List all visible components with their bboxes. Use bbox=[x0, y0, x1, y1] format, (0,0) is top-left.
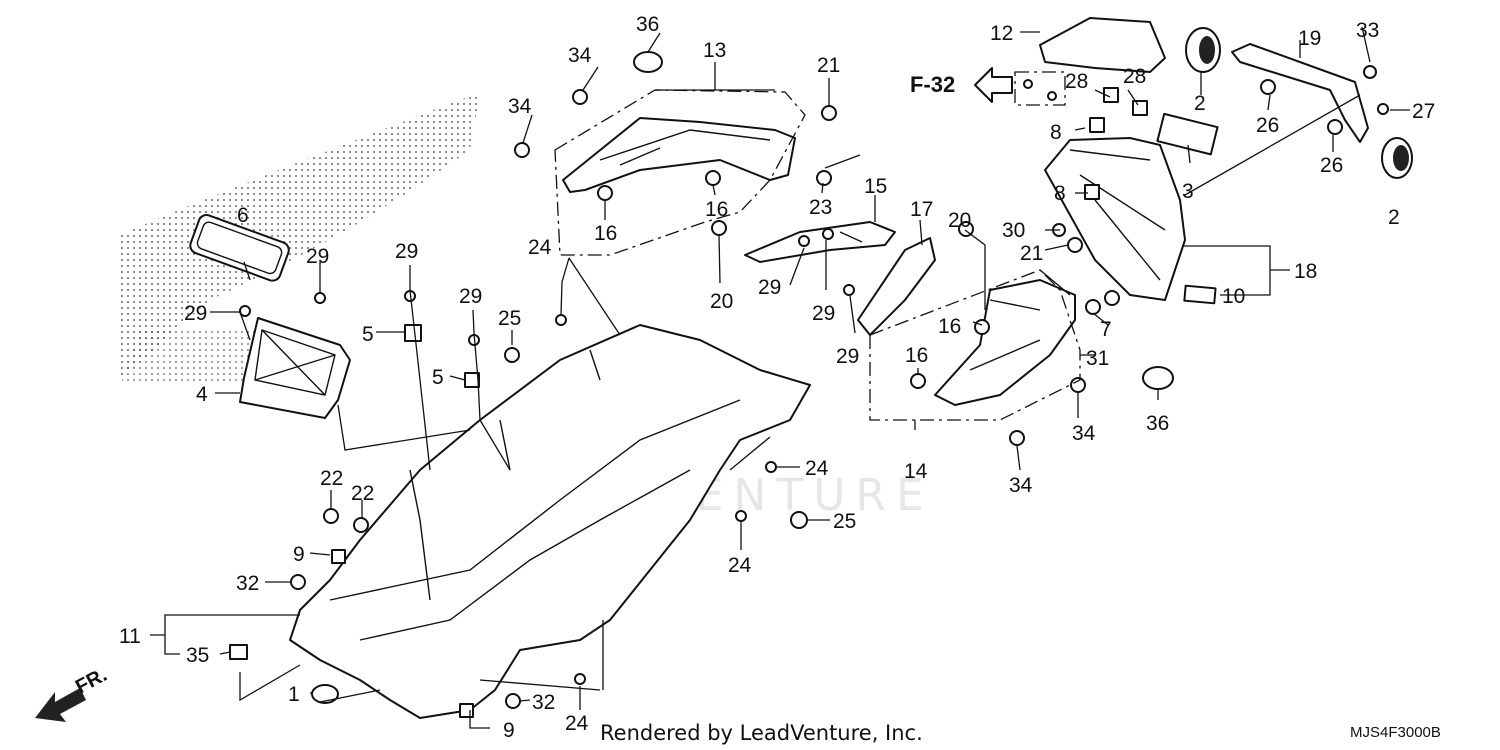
part-3-plate bbox=[1156, 112, 1219, 156]
part-10-pad bbox=[1183, 284, 1217, 305]
callout-8-b: 8 bbox=[1054, 182, 1066, 205]
callout-5-b: 5 bbox=[432, 366, 444, 389]
callout-31: 31 bbox=[1086, 347, 1109, 370]
callout-3: 3 bbox=[1182, 180, 1194, 203]
part-1-cap bbox=[311, 684, 339, 704]
callout-15: 15 bbox=[864, 175, 887, 198]
callout-34-b: 34 bbox=[508, 95, 532, 118]
leader-lines bbox=[150, 26, 1410, 729]
callout-1: 1 bbox=[288, 683, 300, 706]
callout-10: 10 bbox=[1222, 285, 1245, 308]
callout-32-a: 32 bbox=[236, 572, 259, 595]
callout-30: 30 bbox=[1002, 219, 1025, 242]
callout-24-b: 24 bbox=[805, 457, 829, 480]
part-18-fender-rear bbox=[1044, 137, 1186, 301]
part-14-bracket bbox=[934, 279, 1076, 406]
callout-14: 14 bbox=[904, 460, 928, 483]
part-15-cover bbox=[744, 221, 896, 263]
callout-29-a: 29 bbox=[758, 276, 781, 299]
callout-18: 18 bbox=[1294, 260, 1317, 283]
f32-arrow-icon bbox=[974, 67, 1013, 103]
callout-22-b: 22 bbox=[351, 482, 374, 505]
callout-27: 27 bbox=[1412, 100, 1435, 123]
part-6-cushion bbox=[189, 214, 290, 282]
callout-28-a: 28 bbox=[1065, 70, 1088, 93]
callout-17: 17 bbox=[910, 198, 933, 221]
part-35-pad bbox=[229, 644, 248, 660]
callout-16-c: 16 bbox=[938, 315, 961, 338]
callout-19: 19 bbox=[1298, 27, 1321, 50]
part-12-cover bbox=[1039, 17, 1166, 73]
callout-20-b: 20 bbox=[948, 209, 971, 232]
callout-2-a: 2 bbox=[1194, 92, 1206, 115]
callout-7: 7 bbox=[1100, 318, 1112, 341]
callout-25-b: 25 bbox=[833, 510, 856, 533]
callout-9-a: 9 bbox=[293, 543, 305, 566]
callout-24-a: 24 bbox=[528, 236, 552, 259]
callout-29-e: 29 bbox=[395, 240, 418, 263]
callout-34-c: 34 bbox=[1072, 422, 1096, 445]
callout-labels: 36 34 13 21 34 16 16 23 15 17 20 29 29 2… bbox=[119, 13, 1435, 742]
diagram-code: MJS4F3000B bbox=[1350, 724, 1441, 741]
callout-25-a: 25 bbox=[498, 307, 521, 330]
callout-29-b: 29 bbox=[812, 302, 835, 325]
callout-36-a: 36 bbox=[636, 13, 659, 36]
callout-16-a: 16 bbox=[594, 222, 617, 245]
callout-11: 11 bbox=[119, 625, 141, 648]
part-13-rail bbox=[562, 117, 796, 193]
part-36-grommet-b bbox=[1142, 366, 1174, 390]
callout-16-b: 16 bbox=[705, 198, 728, 221]
callout-9-b: 9 bbox=[503, 719, 515, 742]
callout-29-c: 29 bbox=[836, 345, 859, 368]
callout-24-c: 24 bbox=[728, 554, 752, 577]
callout-23: 23 bbox=[809, 196, 832, 219]
front-arrow-icon bbox=[35, 688, 86, 722]
callout-24-d: 24 bbox=[565, 712, 589, 735]
credit-text: Rendered by LeadVenture, Inc. bbox=[600, 721, 923, 745]
callout-12: 12 bbox=[990, 22, 1013, 45]
callout-13: 13 bbox=[703, 39, 726, 62]
callout-36-b: 36 bbox=[1146, 412, 1169, 435]
callout-35: 35 bbox=[186, 644, 209, 667]
callout-32-b: 32 bbox=[532, 691, 555, 714]
callout-33: 33 bbox=[1356, 19, 1379, 42]
callout-26-a: 26 bbox=[1256, 114, 1279, 137]
callout-29-g: 29 bbox=[459, 285, 482, 308]
callout-16-d: 16 bbox=[905, 344, 928, 367]
callout-5-a: 5 bbox=[362, 323, 374, 346]
callout-6: 6 bbox=[237, 204, 249, 227]
part-19-stay bbox=[1231, 43, 1369, 143]
callout-34-a: 34 bbox=[568, 44, 592, 67]
callout-2-b: 2 bbox=[1388, 206, 1400, 229]
callout-26-b: 26 bbox=[1320, 154, 1343, 177]
callout-29-d: 29 bbox=[306, 245, 329, 268]
direction-ref-label: F-32 bbox=[910, 72, 955, 97]
callout-29-f: 29 bbox=[184, 302, 207, 325]
callout-22-a: 22 bbox=[320, 467, 343, 490]
part-36-grommet-a bbox=[633, 51, 663, 73]
callout-28-b: 28 bbox=[1123, 65, 1146, 88]
callout-20-a: 20 bbox=[710, 290, 733, 313]
callout-4: 4 bbox=[196, 383, 208, 406]
callout-34-d: 34 bbox=[1009, 474, 1033, 497]
callout-8-a: 8 bbox=[1050, 121, 1062, 144]
fasteners bbox=[239, 65, 1389, 718]
callout-21-a: 21 bbox=[817, 54, 840, 77]
callout-21-b: 21 bbox=[1020, 242, 1043, 265]
part-17-side bbox=[857, 237, 936, 336]
